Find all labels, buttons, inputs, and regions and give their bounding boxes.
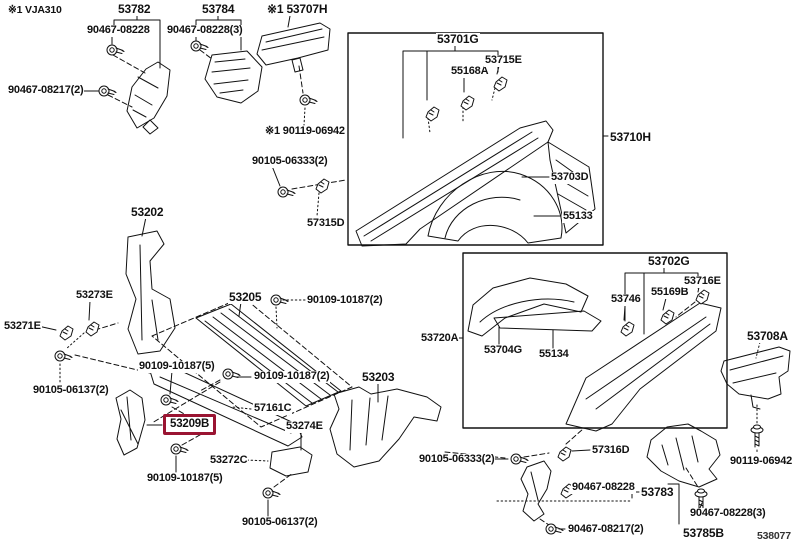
part-drawing-53708A — [720, 346, 791, 410]
part-label-55134[interactable]: 55134 — [538, 348, 570, 361]
part-label-53710H[interactable]: 53710H — [609, 130, 652, 144]
part-label-53720A[interactable]: 53720A — [420, 332, 460, 345]
part-label-90105-06333-2-b[interactable]: 90105-06333(2) — [418, 453, 496, 466]
part-label-53272C[interactable]: 53272C — [209, 454, 249, 467]
part-drawing-53783 — [520, 460, 552, 522]
part-label-55169B[interactable]: 55169B — [650, 286, 690, 299]
clip-icon — [620, 321, 635, 337]
part-drawing-53209B — [115, 389, 146, 456]
part-label-90109-10187-2-a[interactable]: 90109-10187(2) — [306, 294, 384, 307]
bolt-icon — [190, 40, 209, 52]
part-drawing-53203 — [329, 386, 442, 468]
part-label-90119-06942-a[interactable]: ※1 90119-06942 — [264, 125, 346, 138]
part-label-53784[interactable]: 53784 — [201, 2, 236, 16]
part-label-57161C[interactable]: 57161C — [253, 402, 293, 415]
bolt-icon — [170, 443, 189, 455]
figure-code: 538077 — [757, 530, 791, 542]
part-label-55168A[interactable]: 55168A — [450, 65, 490, 78]
part-label-53715E[interactable]: 53715E — [484, 54, 523, 67]
bolt-icon — [222, 368, 241, 380]
part-label-90467-08228-3-b[interactable]: 90467-08228(3) — [689, 507, 767, 520]
part-label-90109-10187-2-b[interactable]: 90109-10187(2) — [253, 370, 331, 383]
part-label-90105-06137-2-a[interactable]: 90105-06137(2) — [32, 384, 110, 397]
bolt-icon — [270, 294, 289, 306]
clip-icon — [85, 321, 100, 337]
bolt-icon — [54, 350, 73, 362]
part-label-90467-08228-b[interactable]: 90467-08228 — [571, 481, 636, 494]
part-label-90467-08217-2-a[interactable]: 90467-08217(2) — [7, 84, 85, 97]
part-label-90467-08217-2-b[interactable]: 90467-08217(2) — [567, 523, 645, 536]
part-drawing-53707H — [256, 22, 331, 73]
part-drawing-53782 — [126, 61, 171, 135]
part-label-53707H[interactable]: ※1 53707H — [266, 2, 329, 16]
part-label-53205[interactable]: 53205 — [228, 290, 263, 304]
part-label-53704G[interactable]: 53704G — [483, 344, 523, 357]
model-note: ※1 VJA310 — [7, 4, 63, 17]
bolt-icon — [160, 394, 179, 406]
part-label-53271E[interactable]: 53271E — [3, 320, 42, 333]
part-label-53701G[interactable]: 53701G — [436, 32, 480, 46]
bolt-icon — [545, 523, 564, 535]
clip-icon — [493, 76, 508, 92]
part-label-53702G[interactable]: 53702G — [647, 254, 691, 268]
part-label-53716E[interactable]: 53716E — [683, 275, 722, 288]
part-label-57316D[interactable]: 57316D — [591, 444, 631, 457]
part-drawing-53784 — [204, 50, 263, 104]
part-label-53782[interactable]: 53782 — [117, 2, 152, 16]
part-label-90109-10187-5-a[interactable]: 90109-10187(5) — [138, 360, 216, 373]
part-label-53274E[interactable]: 53274E — [285, 420, 324, 433]
clip-icon — [59, 325, 74, 341]
screw-icon — [750, 424, 764, 448]
part-label-53783[interactable]: 53783 — [640, 485, 675, 499]
clip-icon — [460, 95, 475, 111]
bolt-icon — [98, 85, 117, 97]
dotted-lines — [59, 87, 761, 502]
part-label-90105-06333-2-a[interactable]: 90105-06333(2) — [251, 155, 329, 168]
clip-icon — [425, 106, 440, 122]
part-label-90467-08228-3-a[interactable]: 90467-08228(3) — [166, 24, 244, 37]
part-drawing-53274E — [269, 446, 313, 477]
part-label-53746[interactable]: 53746 — [610, 293, 642, 306]
part-label-53785B[interactable]: 53785B — [682, 526, 725, 540]
clip-icon — [315, 178, 330, 194]
part-label-55133[interactable]: 55133 — [562, 210, 594, 223]
part-label-90467-08228-a[interactable]: 90467-08228 — [86, 24, 151, 37]
part-drawing-53785B — [646, 423, 721, 488]
bolt-icon — [299, 94, 318, 106]
part-drawing-apron-assembly-53720A — [467, 277, 722, 432]
bolt-icon — [510, 453, 529, 465]
assembly-box-53720A — [462, 252, 728, 429]
bolt-icon — [262, 487, 281, 499]
part-label-57315D[interactable]: 57315D — [306, 217, 346, 230]
highlighted-part-box[interactable]: 53209B — [163, 414, 217, 436]
part-drawing-apron-assembly-53710H — [355, 120, 596, 247]
part-label-53703D[interactable]: 53703D — [550, 171, 590, 184]
bolt-icon — [106, 44, 125, 56]
part-label-53708A[interactable]: 53708A — [746, 329, 789, 343]
part-label-90105-06137-2-b[interactable]: 90105-06137(2) — [241, 516, 319, 529]
part-label-53202[interactable]: 53202 — [130, 205, 165, 219]
clip-icon — [557, 446, 572, 462]
part-label-90109-10187-5-b[interactable]: 90109-10187(5) — [146, 472, 224, 485]
part-label-90119-06942-b[interactable]: 90119-06942 — [729, 455, 794, 468]
part-label-53273E[interactable]: 53273E — [75, 289, 114, 302]
part-drawing-53202 — [125, 230, 176, 355]
part-label-53203[interactable]: 53203 — [361, 370, 396, 384]
